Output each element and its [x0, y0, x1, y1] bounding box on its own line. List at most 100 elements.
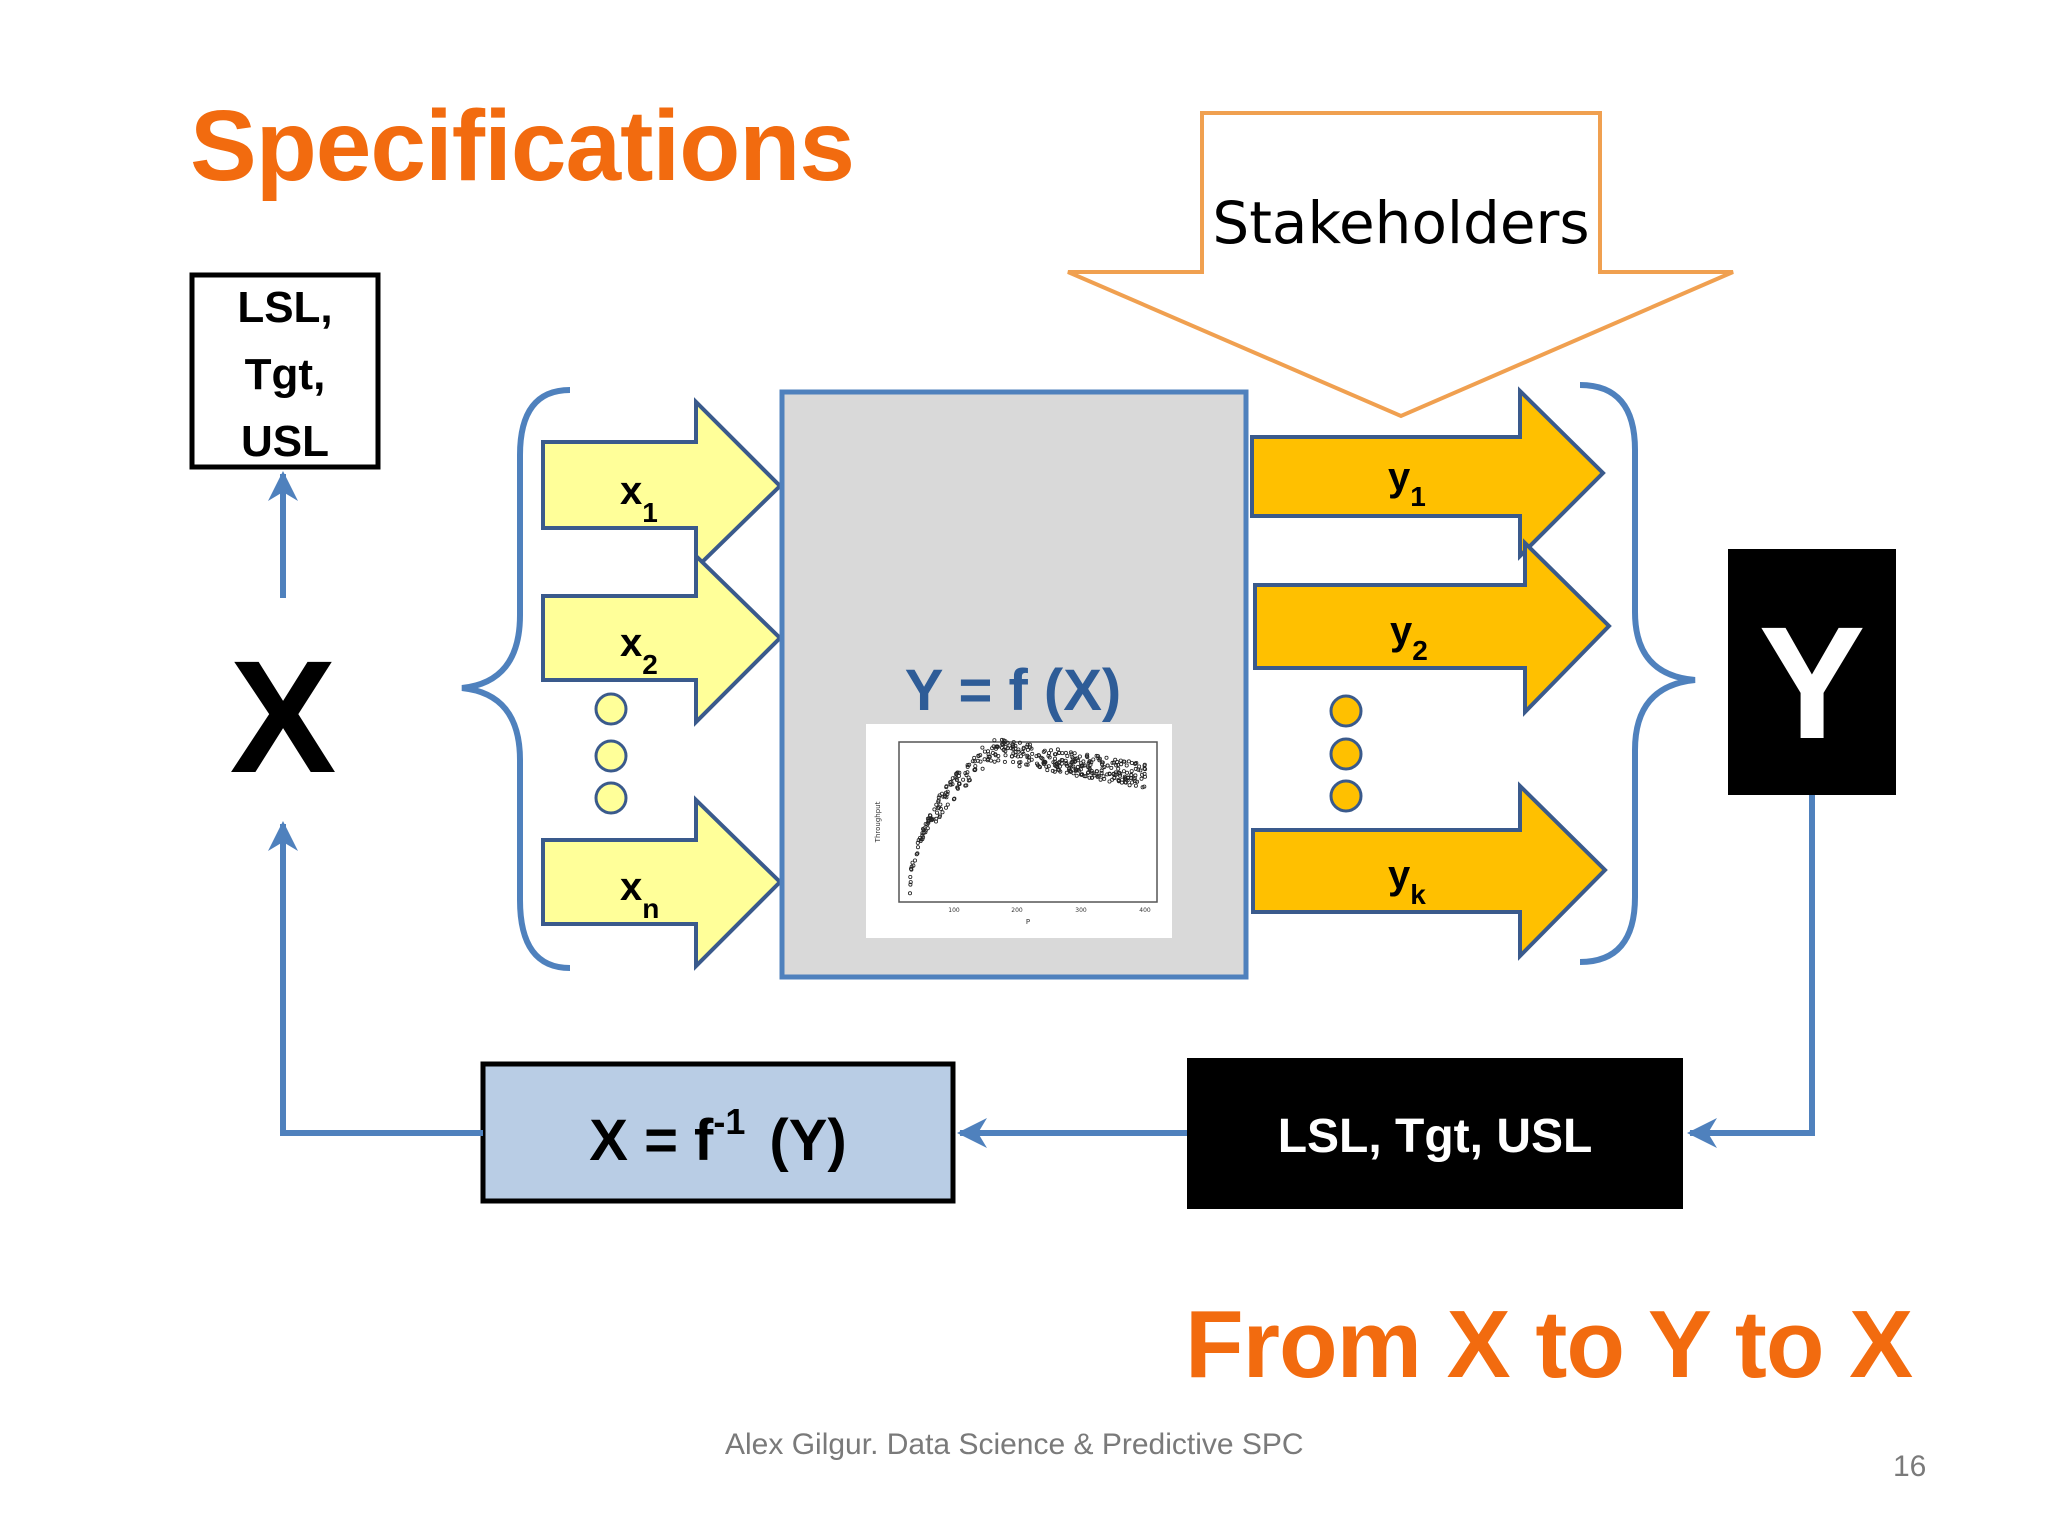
- scatter-point: [934, 819, 939, 824]
- inverse-to-x-connector: [268, 821, 483, 1136]
- scatter-point: [1111, 760, 1116, 765]
- scatter-point: [1099, 770, 1104, 775]
- page-number: 16: [1893, 1450, 1927, 1483]
- scatter-point: [1140, 785, 1145, 790]
- scatter-point: [1057, 764, 1062, 769]
- scatter-point: [1068, 750, 1073, 755]
- scatter-plot-frame: [898, 741, 1158, 903]
- scatter-point: [1009, 754, 1014, 759]
- output-ellipsis-dot: [1329, 694, 1363, 728]
- scatter-point: [1068, 768, 1073, 773]
- scatter-point: [1104, 755, 1109, 760]
- scatter-point: [935, 810, 940, 815]
- scatter-point: [1074, 773, 1079, 778]
- scatter-point: [1084, 754, 1089, 759]
- scatter-point: [999, 737, 1004, 742]
- scatter-point: [1069, 752, 1074, 757]
- scatter-point: [945, 802, 950, 807]
- scatter-point: [920, 833, 925, 838]
- scatter-point: [1003, 753, 1008, 758]
- scatter-x-tick: 100: [948, 907, 960, 914]
- scatter-point: [1021, 746, 1026, 751]
- stakeholders-label: Stakeholders: [1212, 189, 1589, 257]
- scatter-point: [1013, 753, 1018, 758]
- scatter-point: [965, 764, 970, 769]
- scatter-point: [1078, 767, 1083, 772]
- scatter-point: [1052, 763, 1057, 768]
- scatter-point: [1117, 770, 1122, 775]
- scatter-point: [926, 818, 931, 823]
- scatter-point: [1042, 760, 1047, 765]
- input-big-x: X: [230, 627, 337, 806]
- input-ellipsis-dot: [594, 781, 628, 815]
- scatter-point: [1052, 769, 1057, 774]
- output-label-yk-sub: k: [1410, 879, 1426, 910]
- input-arrow-x1: [541, 397, 783, 573]
- scatter-point: [1051, 760, 1056, 765]
- scatter-point: [980, 766, 985, 771]
- scatter-point: [1129, 761, 1134, 766]
- scatter-point: [1053, 752, 1058, 757]
- input-label-xn-base: x: [620, 865, 642, 909]
- scatter-point: [957, 781, 962, 786]
- slide-title: Specifications: [190, 90, 855, 202]
- scatter-point: [982, 749, 987, 754]
- inverse-function-rhs: (Y): [769, 1108, 846, 1173]
- scatter-point: [1089, 760, 1094, 765]
- input-spec-box: [189, 272, 381, 470]
- scatter-point: [1140, 772, 1145, 777]
- input-arrow-x2: [541, 551, 783, 727]
- output-arrow-yk: [1251, 781, 1608, 961]
- process-scatter-plot: Throughput P 100 200 300 400: [866, 724, 1172, 938]
- scatter-point: [1142, 762, 1147, 767]
- scatter-point: [1025, 742, 1030, 747]
- scatter-point: [980, 745, 985, 750]
- output-label-y1-sub: 1: [1410, 481, 1426, 512]
- scatter-point: [1097, 758, 1102, 763]
- scatter-point: [1011, 746, 1016, 751]
- scatter-point: [992, 759, 997, 764]
- scatter-point: [908, 880, 913, 885]
- scatter-point: [1100, 765, 1105, 770]
- output-label-y2: y2: [1390, 609, 1428, 666]
- scatter-point: [1097, 773, 1102, 778]
- scatter-point: [1013, 746, 1018, 751]
- output-arrow-y2: [1253, 538, 1612, 717]
- scatter-point: [964, 773, 969, 778]
- scatter-point: [938, 806, 943, 811]
- scatter-point: [1047, 751, 1052, 756]
- scatter-point: [1129, 769, 1134, 774]
- scatter-point: [1082, 774, 1087, 779]
- input-label-xn-sub: n: [642, 893, 659, 924]
- scatter-point: [965, 763, 970, 768]
- scatter-point: [1123, 775, 1128, 780]
- scatter-point: [1114, 763, 1119, 768]
- scatter-point: [1057, 751, 1062, 756]
- scatter-point: [1111, 772, 1116, 777]
- scatter-point: [1041, 749, 1046, 754]
- input-ellipsis-dot: [594, 739, 628, 773]
- scatter-point: [1107, 772, 1112, 777]
- scatter-point: [1121, 769, 1126, 774]
- input-brace: [461, 387, 571, 971]
- scatter-point: [945, 789, 950, 794]
- scatter-point: [916, 845, 921, 850]
- scatter-point: [1077, 754, 1082, 759]
- scatter-point: [996, 754, 1001, 759]
- scatter-point: [1087, 759, 1092, 764]
- scatter-point: [1018, 754, 1023, 759]
- output-ellipsis-dot: [1329, 737, 1363, 771]
- y-to-spec-connector: [1687, 795, 1815, 1148]
- scatter-point: [1087, 775, 1092, 780]
- scatter-point: [1081, 763, 1086, 768]
- scatter-point: [1087, 765, 1092, 770]
- scatter-point: [955, 785, 960, 790]
- output-label-yk: yk: [1388, 853, 1426, 910]
- output-label-y1: y1: [1388, 455, 1426, 512]
- scatter-point: [1124, 763, 1129, 768]
- scatter-point: [1010, 742, 1015, 747]
- scatter-point: [1098, 777, 1103, 782]
- slide-subtitle: From X to Y to X: [1185, 1291, 1913, 1398]
- scatter-point: [978, 753, 983, 758]
